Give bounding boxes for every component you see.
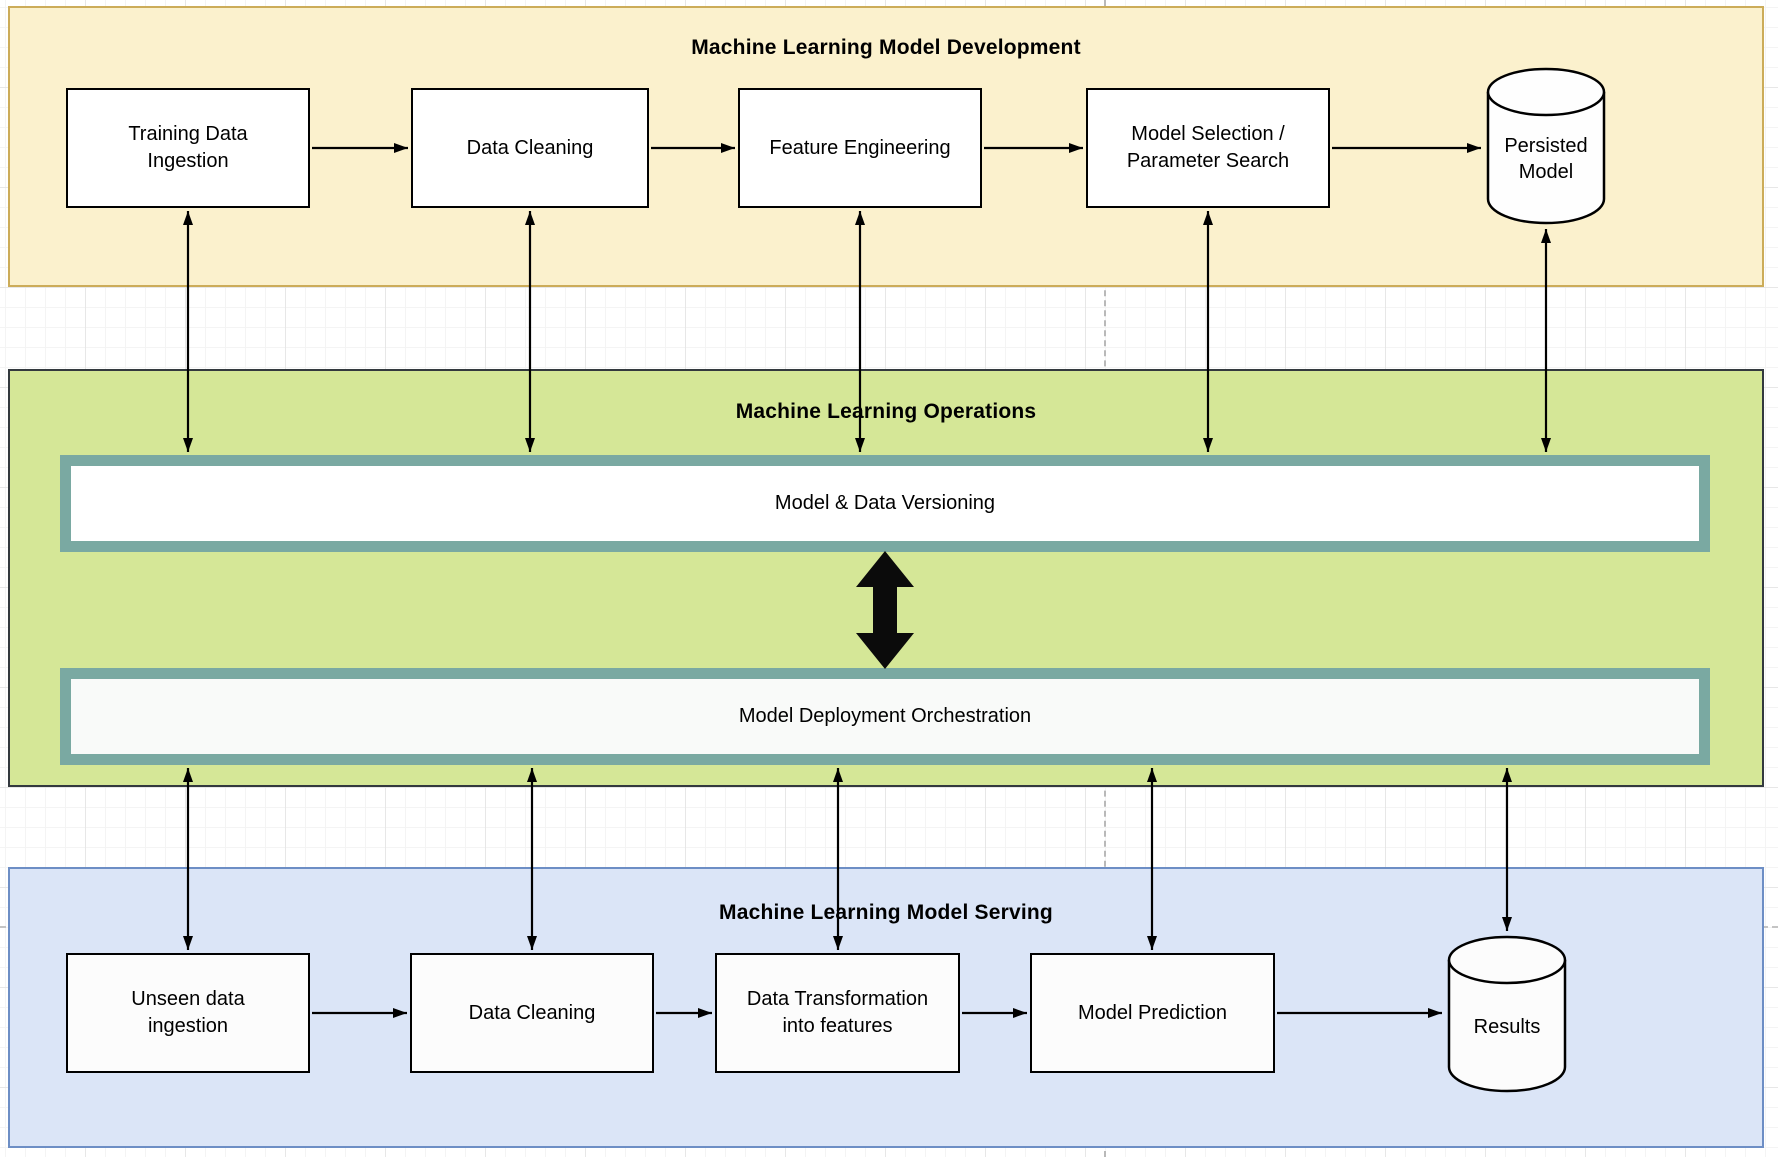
cylinder-icon: [1486, 67, 1606, 225]
datastore-persisted-model: Persisted Model: [1485, 66, 1607, 227]
bar-model-data-versioning-label: Model & Data Versioning: [71, 466, 1699, 541]
section-title-model-serving: Machine Learning Model Serving: [719, 901, 1053, 924]
box-data-transformation-into-features: Data Transformation into features: [715, 953, 960, 1073]
datastore-results: Results: [1446, 934, 1568, 1095]
box-data-cleaning-dev: Data Cleaning: [411, 88, 649, 208]
datastore-results-label: Results: [1473, 1015, 1541, 1038]
section-title-ml-operations: Machine Learning Operations: [735, 400, 1037, 423]
cylinder-icon: [1447, 935, 1567, 1093]
section-title-model-development: Machine Learning Model Development: [691, 36, 1081, 59]
bar-model-deployment-orchestration-label: Model Deployment Orchestration: [71, 679, 1699, 754]
box-model-selection-parameter-search: Model Selection / Parameter Search: [1086, 88, 1330, 208]
box-model-prediction: Model Prediction: [1030, 953, 1275, 1073]
bar-model-deployment-orchestration: Model Deployment Orchestration: [60, 668, 1710, 765]
box-data-cleaning-serving: Data Cleaning: [410, 953, 654, 1073]
box-unseen-data-ingestion: Unseen data ingestion: [66, 953, 310, 1073]
bar-model-data-versioning: Model & Data Versioning: [60, 455, 1710, 552]
box-feature-engineering: Feature Engineering: [738, 88, 982, 208]
box-training-data-ingestion: Training Data Ingestion: [66, 88, 310, 208]
datastore-persisted-model-label: Persisted Model: [1504, 134, 1588, 183]
